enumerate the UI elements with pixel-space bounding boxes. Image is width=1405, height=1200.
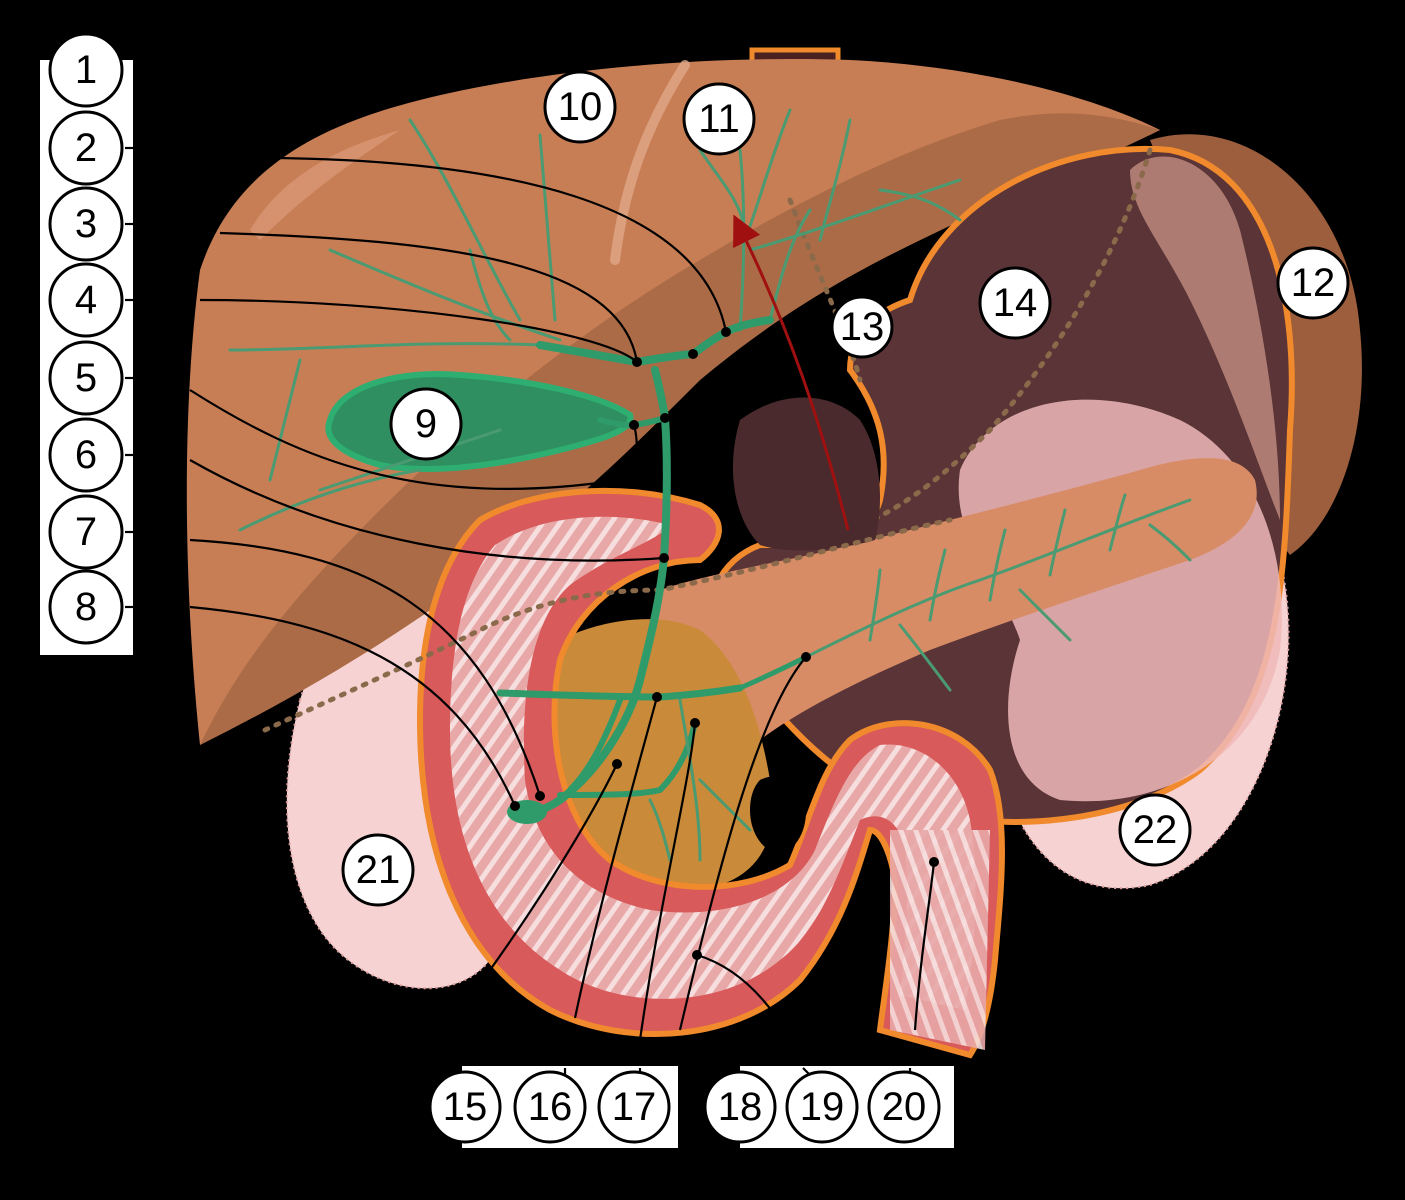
label-17: 17 [597,1070,671,1144]
svg-text:1: 1 [75,48,97,92]
label-19: 19 [785,1070,859,1144]
label-7: 7 [48,494,124,570]
label-21: 21 [341,833,415,907]
stomach-dotted-line-2 [787,197,863,383]
svg-text:3: 3 [75,202,97,246]
label-13: 13 [830,295,894,359]
svg-text:22: 22 [1133,808,1178,852]
stomach-fundus-light [1130,156,1280,520]
svg-text:4: 4 [75,278,97,322]
svg-text:15: 15 [443,1085,488,1129]
label-8: 8 [48,569,124,645]
intrahepatic-ducts [228,108,962,532]
jejunum-mucosa [890,830,990,1050]
leader-lines [125,146,936,1086]
svg-text:19: 19 [800,1085,845,1129]
svg-text:7: 7 [75,510,97,554]
svg-text:16: 16 [528,1085,573,1129]
label-16: 16 [513,1070,587,1144]
label-18: 18 [703,1070,777,1144]
leader-dots [510,327,939,960]
svg-text:12: 12 [1291,261,1336,305]
label-22: 22 [1118,793,1192,867]
svg-text:8: 8 [75,585,97,629]
label-12: 12 [1276,246,1350,320]
svg-text:11: 11 [698,97,740,141]
label-1: 1 [48,32,124,108]
dark-region [732,397,880,551]
svg-text:5: 5 [75,356,97,400]
notch-black [750,776,806,855]
svg-text:13: 13 [840,305,885,349]
svg-text:14: 14 [993,281,1038,325]
label-5: 5 [48,340,124,416]
label-10: 10 [543,70,617,144]
label-3: 3 [48,186,124,262]
arrow [733,214,850,531]
svg-text:20: 20 [882,1085,927,1129]
pancreas-head [546,619,773,890]
liver-highlight [250,130,400,240]
svg-text:6: 6 [75,433,97,477]
svg-text:9: 9 [415,402,437,446]
label-20: 20 [867,1070,941,1144]
label-11: 11 [682,82,756,156]
label-4: 4 [48,262,124,338]
stomach-dotted-line [847,147,1153,533]
label-6: 6 [48,417,124,493]
label-15: 15 [428,1070,502,1144]
svg-text:17: 17 [612,1085,657,1129]
label-14: 14 [978,266,1052,340]
label-2: 2 [48,110,124,186]
svg-text:18: 18 [718,1085,763,1129]
duodenum-mucosa [450,516,976,1010]
svg-text:10: 10 [558,85,603,129]
falciform-ligament [610,60,690,265]
dotted-line-lower [262,517,953,733]
svg-text:21: 21 [356,848,401,892]
svg-text:2: 2 [75,126,97,170]
label-9: 9 [389,387,463,461]
